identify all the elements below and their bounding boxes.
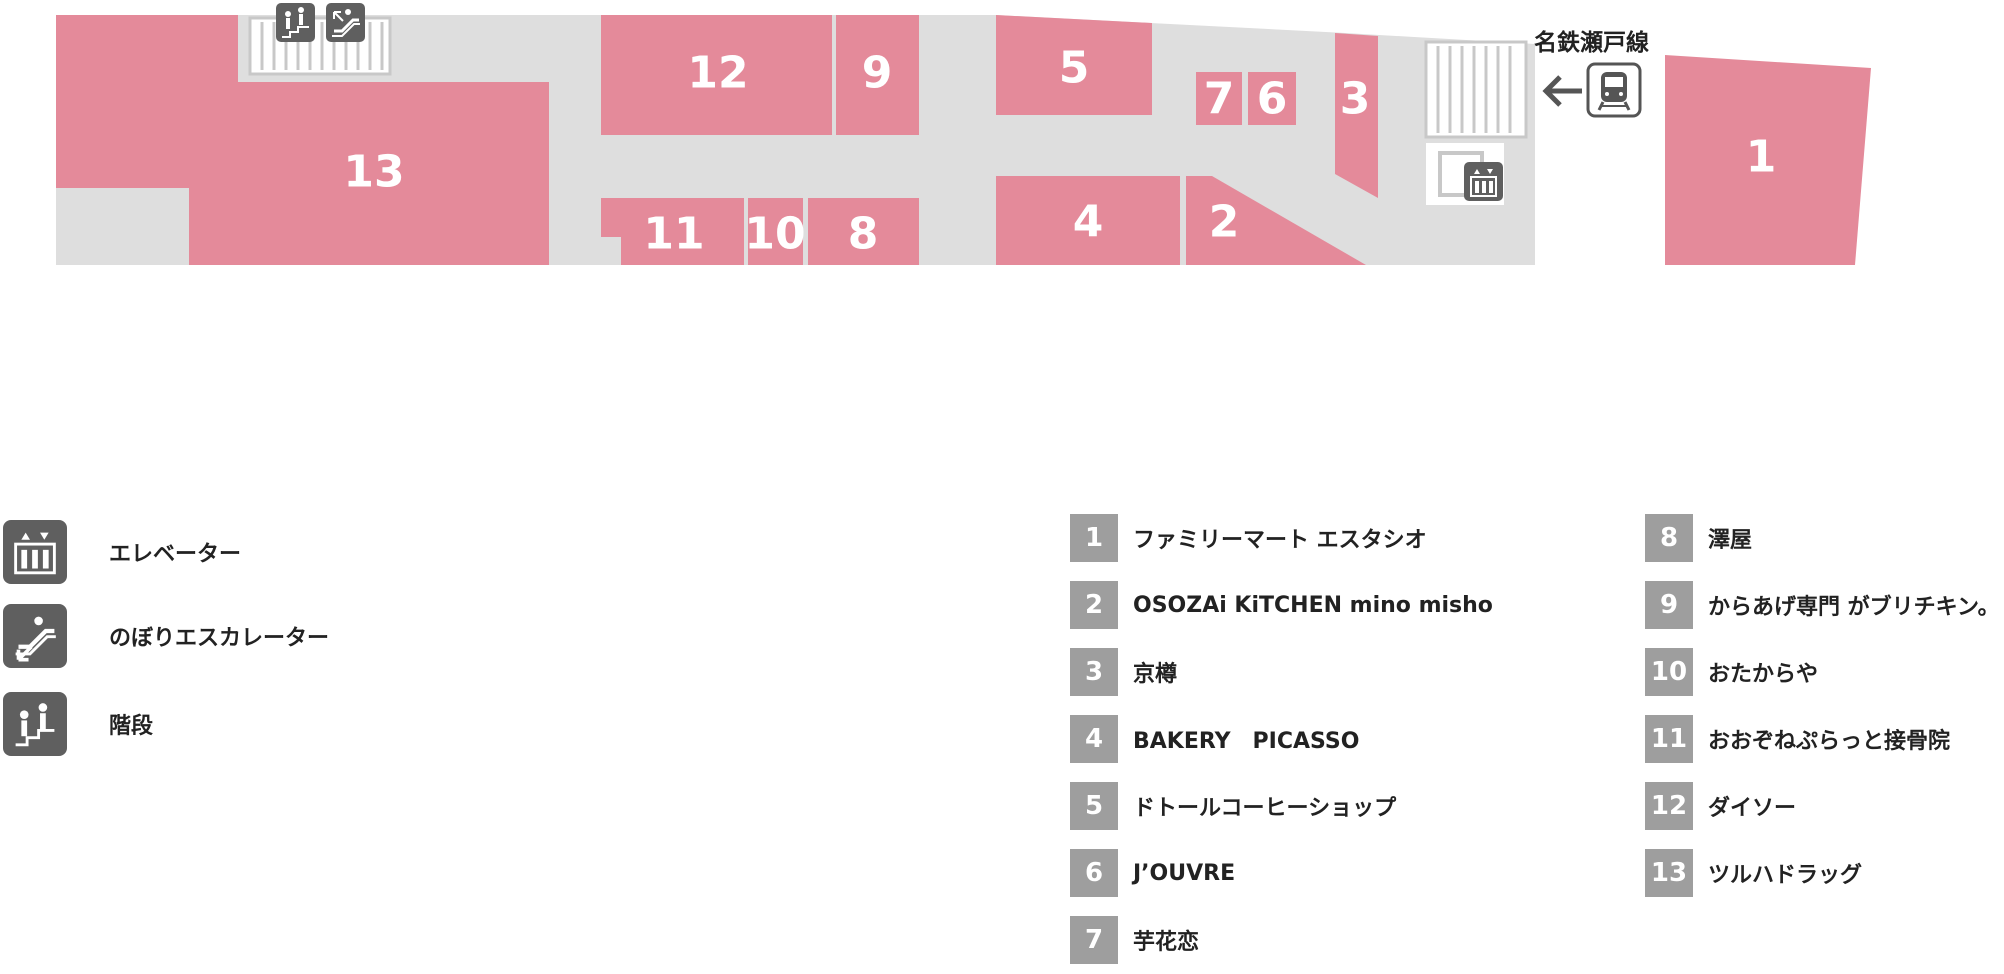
- shop-number-4: 4: [1073, 197, 1104, 248]
- shop-name: J’OUVRE: [1133, 860, 1236, 886]
- shop-name: ドトールコーヒーショップ: [1133, 796, 1397, 821]
- shop-2-area[interactable]: [1186, 176, 1366, 265]
- shop-badge: 3: [1070, 648, 1118, 696]
- shop-1-area[interactable]: [1665, 55, 1871, 265]
- legend-stairs: 階段: [3, 692, 153, 756]
- shop-number-1: 1: [1746, 132, 1777, 183]
- shop-6-area[interactable]: [1248, 72, 1296, 125]
- elevator-icon[interactable]: [1464, 162, 1503, 201]
- shop-10-area[interactable]: [748, 198, 803, 265]
- shop-number-11: 11: [643, 209, 704, 260]
- legend-elevator: エレベーター: [3, 520, 241, 584]
- shop-5-area[interactable]: [996, 15, 1152, 115]
- shop-badge: 11: [1645, 715, 1693, 763]
- shop-badge: 10: [1645, 648, 1693, 696]
- escalator-icon[interactable]: [326, 3, 365, 42]
- floor-map: 13 12 9 11 10 8 5 7 6 3 4 2 1: [56, 3, 2004, 265]
- shop-list-item[interactable]: 9 からあげ専門 がブリチキン。: [1645, 581, 2000, 629]
- shop-name: 芋花恋: [1133, 930, 1200, 955]
- shop-list-item[interactable]: 10 おたからや: [1645, 648, 1818, 696]
- shop-name: ツルハドラッグ: [1708, 863, 1863, 888]
- shop-badge: 9: [1645, 581, 1693, 629]
- train-icon[interactable]: [1586, 62, 1642, 118]
- shop-3-area[interactable]: [1335, 33, 1378, 198]
- shop-badge: 8: [1645, 514, 1693, 562]
- stairs-icon[interactable]: [276, 3, 315, 42]
- shop-list-item[interactable]: 4 BAKERY PICASSO: [1070, 715, 1359, 763]
- shop-list-item[interactable]: 8 澤屋: [1645, 514, 1752, 562]
- shop-badge: 5: [1070, 782, 1118, 830]
- shop-badge: 4: [1070, 715, 1118, 763]
- shop-number-8: 8: [848, 209, 879, 260]
- legend-escalator-label: のぼりエスカレーター: [109, 626, 330, 651]
- shop-number-13: 13: [343, 147, 404, 198]
- shop-9-area[interactable]: [836, 15, 919, 135]
- shop-list-item[interactable]: 3 京樽: [1070, 648, 1177, 696]
- legend-escalator: のぼりエスカレーター: [3, 604, 329, 668]
- stair-grating-station: [1424, 40, 1528, 139]
- shop-number-3: 3: [1340, 74, 1371, 125]
- arrow-left-icon: [1542, 75, 1582, 107]
- shop-list-item[interactable]: 6 J’OUVRE: [1070, 849, 1235, 897]
- shop-badge: 6: [1070, 849, 1118, 897]
- shop-name: ファミリーマート エスタシオ: [1133, 528, 1427, 553]
- shop-list-item[interactable]: 5 ドトールコーヒーショップ: [1070, 782, 1396, 830]
- shop-number-7: 7: [1204, 74, 1235, 125]
- shop-number-2: 2: [1209, 197, 1240, 248]
- shops: [56, 15, 1871, 265]
- shop-number-6: 6: [1257, 74, 1288, 125]
- shop-list-item[interactable]: 2 OSOZAi KiTCHEN mino misho: [1070, 581, 1493, 629]
- shop-list-item[interactable]: 7 芋花恋: [1070, 916, 1199, 964]
- shop-badge: 13: [1645, 849, 1693, 897]
- shop-list-item[interactable]: 11 おおぞねぷらっと接骨院: [1645, 715, 1950, 763]
- shop-list-item[interactable]: 12 ダイソー: [1645, 782, 1796, 830]
- legend-stairs-label: 階段: [109, 714, 154, 739]
- shop-13-area[interactable]: [56, 15, 549, 265]
- shop-7-area[interactable]: [1196, 72, 1242, 125]
- shop-number-9: 9: [862, 48, 893, 99]
- shop-name: OSOZAi KiTCHEN mino misho: [1133, 592, 1493, 618]
- shop-number-labels: 13 12 9 11 10 8 5 7 6 3 4 2 1: [343, 43, 1776, 260]
- shop-list-item[interactable]: 13 ツルハドラッグ: [1645, 849, 1862, 897]
- shop-list-item[interactable]: 1 ファミリーマート エスタシオ: [1070, 514, 1427, 562]
- shop-number-10: 10: [744, 209, 805, 260]
- shop-name: 京樽: [1133, 662, 1178, 687]
- shop-badge: 1: [1070, 514, 1118, 562]
- elevator-icon: [3, 520, 67, 584]
- station-line-label: 名鉄瀬戸線: [1534, 29, 1649, 56]
- shop-badge: 7: [1070, 916, 1118, 964]
- shop-8-area[interactable]: [808, 198, 919, 265]
- stairs-icon: [3, 692, 67, 756]
- shop-name: ダイソー: [1708, 796, 1797, 821]
- shop-name: おたからや: [1708, 662, 1819, 687]
- shop-badge: 2: [1070, 581, 1118, 629]
- shop-name: BAKERY PICASSO: [1133, 729, 1360, 754]
- shop-name: からあげ専門 がブリチキン。: [1708, 595, 2000, 620]
- shop-number-12: 12: [687, 48, 748, 99]
- shop-11-area[interactable]: [601, 198, 744, 265]
- shop-badge: 12: [1645, 782, 1693, 830]
- shop-number-5: 5: [1059, 43, 1090, 94]
- shop-name: 澤屋: [1708, 528, 1753, 553]
- stair-grating-top: [248, 16, 392, 76]
- shop-4-area[interactable]: [996, 176, 1180, 265]
- escalator-up-icon: [3, 604, 67, 668]
- shop-12-area[interactable]: [601, 15, 832, 135]
- shop-name: おおぞねぷらっと接骨院: [1708, 729, 1951, 754]
- legend-elevator-label: エレベーター: [109, 542, 242, 567]
- corridor-notch: [56, 188, 189, 265]
